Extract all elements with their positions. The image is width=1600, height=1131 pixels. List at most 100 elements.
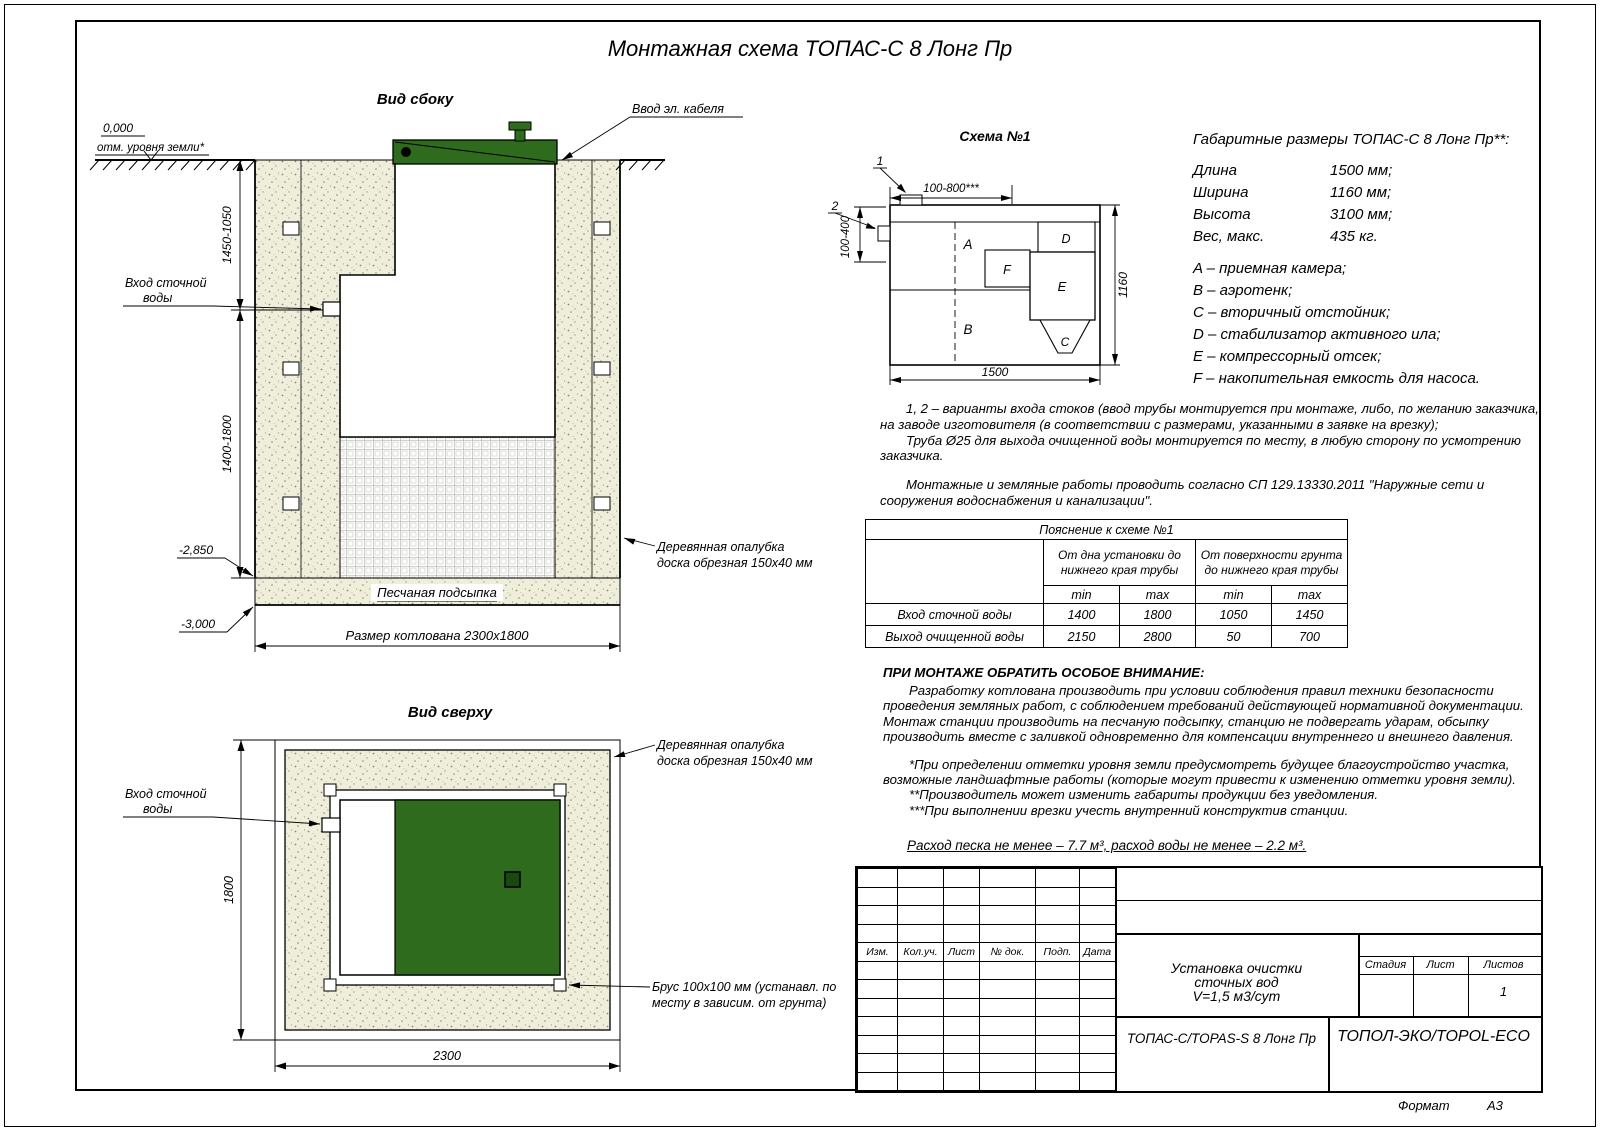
corner-beam: [323, 783, 337, 797]
scheme-body: [877, 194, 1101, 366]
legend-item: E – компрессорный отсек;: [1193, 348, 1382, 365]
dim-left-label: 100-400: [840, 215, 852, 258]
inlet-label-1: Вход сточной: [125, 787, 207, 801]
legend-item: B – аэротенк;: [1193, 282, 1293, 299]
footnote-3: ***При выполнении врезки учесть внутренн…: [909, 802, 1349, 818]
dim-right-label: 1160: [1116, 272, 1130, 298]
compartment-f: [984, 249, 1031, 288]
corner-beam: [323, 978, 337, 992]
sand-bedding-label: Песчаная подсыпка: [377, 585, 497, 600]
section-e-label: E: [1058, 279, 1067, 294]
sheets-header: Листов: [1483, 959, 1524, 971]
unit-lid-plan: [394, 799, 561, 976]
page-border: [4, 4, 1596, 1127]
elevation-flag: [143, 150, 159, 161]
dimension-arrows: [237, 740, 626, 1070]
sheet-title: Монтажная схема ТОПАС-С 8 Лонг Пр: [607, 36, 1013, 61]
dimension-arrows: [857, 183, 1118, 383]
sheet-header: Лист: [1426, 959, 1455, 971]
vent-cap: [508, 121, 532, 131]
ground-line: [89, 150, 665, 606]
legend-item: A – приемная камера;: [1193, 260, 1347, 277]
pit-size-label: Размер котлована 2300х1800: [345, 628, 529, 643]
unit-plan: [321, 799, 561, 976]
dim-1800-label: 1800: [222, 876, 236, 904]
formwork-boards: [282, 160, 611, 578]
legend-item: D – стабилизатор активного ила;: [1193, 326, 1441, 343]
footnote-2: **Производитель может изменить габариты …: [909, 787, 1379, 803]
section-a-label: A: [962, 237, 972, 252]
top-view-drawing: Вид сверху Вход сточной воды Деревянная …: [123, 704, 836, 1072]
inlet-label-2: воды: [143, 291, 172, 305]
scheme1-explanation-table: Пояснение к схеме №1 От дна установки до…: [865, 519, 1348, 648]
revision-header-row: Изм. Кол.уч. Лист № док. Подп. Дата: [857, 942, 1116, 962]
inlet-label-2: воды: [143, 802, 172, 816]
vent-stem: [514, 129, 526, 142]
table-row: Вход сточной воды 1400 1800 1050 1450: [865, 603, 1348, 626]
dim-row: Вес, макс.435 кг.: [1193, 228, 1378, 245]
entry-stub-1: [899, 194, 923, 206]
notes-block: 1, 2 – варианты входа стоков (ввод трубы…: [880, 401, 1543, 509]
dim-top-label: 100-800***: [923, 183, 979, 195]
formwork-label-2: доска обрезная 150х40 мм: [657, 754, 813, 768]
entry-stub-2: [877, 225, 891, 242]
corner-beam: [553, 978, 567, 992]
section-c-label: C: [1061, 335, 1070, 349]
ground-mark-label: отм. уровня земли*: [97, 142, 205, 154]
mark-2850-label: -2,850: [179, 543, 213, 557]
table-title: Пояснение к схеме №1: [865, 519, 1348, 540]
drawing-frame: [75, 20, 1541, 1091]
beam-label-2: месту в зависим. от грунта): [652, 996, 826, 1010]
revision-table: Изм. Кол.уч. Лист № док. Подп. Дата: [857, 868, 1117, 1091]
legend-item: F – накопительная емкость для насоса.: [1193, 370, 1480, 387]
side-view-label: Вид сбоку: [377, 91, 454, 108]
compartment-legend: A – приемная камера; B – аэротенк; C – в…: [1193, 258, 1480, 390]
overall-dims-title: Габаритные размеры ТОПАС-С 8 Лонг Пр**:: [1193, 131, 1510, 148]
attention-block: ПРИ МОНТАЖЕ ОБРАТИТЬ ОСОБОЕ ВНИМАНИЕ: Ра…: [883, 665, 1545, 745]
note-2: Труба Ø25 для выхода очищенной воды монт…: [880, 432, 1521, 464]
sheets-value: 1: [1499, 984, 1508, 999]
compartment-e: [1029, 251, 1096, 321]
stage-header: Стадия: [1364, 959, 1407, 971]
scheme1-drawing: Схема №1 1 2 100-800*** 100-400 1500 116…: [828, 128, 1130, 385]
footnote-1: *При определении отметки уровня земли пр…: [883, 757, 1516, 788]
formwork-label-1: Деревянная опалубка: [655, 738, 784, 752]
model-name: ТОПАС-С/TOPAS-S 8 Лонг Пр: [1126, 1031, 1317, 1046]
dimension-lines: [123, 739, 656, 1072]
formwork-label-1: Деревянная опалубка: [655, 540, 784, 554]
beam-label-1: Брус 100х100 мм (устанавл. по: [652, 980, 836, 994]
entry-2-label: 2: [831, 199, 839, 213]
table-colgroup-1: От дна установки до нижнего края трубы: [1043, 539, 1196, 586]
note-3: Монтажные и земляные работы проводить со…: [880, 477, 1485, 508]
dimension-arrows: [236, 151, 636, 650]
format-value: А3: [1487, 1098, 1503, 1113]
compartment-d: [1037, 221, 1096, 253]
top-view-label: Вид сверху: [408, 704, 493, 721]
dim-lower-label: 1400-1800: [220, 415, 234, 473]
legend-item: C – вторичный отстойник;: [1193, 304, 1391, 321]
gravel-fill: [339, 436, 556, 579]
entry-1-label: 1: [877, 154, 884, 168]
unit-lid: [392, 121, 558, 165]
attention-paragraph: Разработку котлована производить при усл…: [883, 682, 1524, 745]
vent-square: [504, 871, 521, 888]
corner-beam: [553, 783, 567, 797]
cable-entry-label: Ввод эл. кабеля: [632, 102, 724, 116]
section-f-label: F: [1003, 263, 1012, 277]
inlet-label-1: Вход сточной: [125, 276, 207, 290]
table-colgroup-2: От поверхности грунта до нижнего края тр…: [1195, 539, 1348, 586]
project-title: Установка очистки сточных вод V=1,5 м3/с…: [1170, 960, 1303, 1004]
footnotes-block: *При определении отметки уровня земли пр…: [883, 757, 1545, 818]
scheme-label: Схема №1: [959, 128, 1030, 144]
company-name: ТОПОЛ-ЭКО/TOPOL-ECO: [1337, 1028, 1530, 1045]
inlet-pipe-stub: [322, 301, 341, 317]
title-block: Изм. Кол.уч. Лист № док. Подп. Дата Уста…: [855, 866, 1543, 1093]
side-view-drawing: Вид сбоку Ввод эл. кабеля 0,000 отм. уро…: [89, 91, 813, 652]
dim-2300-label: 2300: [432, 1049, 461, 1063]
note-1: 1, 2 – варианты входа стоков (ввод трубы…: [880, 401, 1539, 432]
title-block-right: Установка очистки сточных вод V=1,5 м3/с…: [1115, 868, 1541, 1091]
format-label: Формат: [1398, 1098, 1450, 1113]
